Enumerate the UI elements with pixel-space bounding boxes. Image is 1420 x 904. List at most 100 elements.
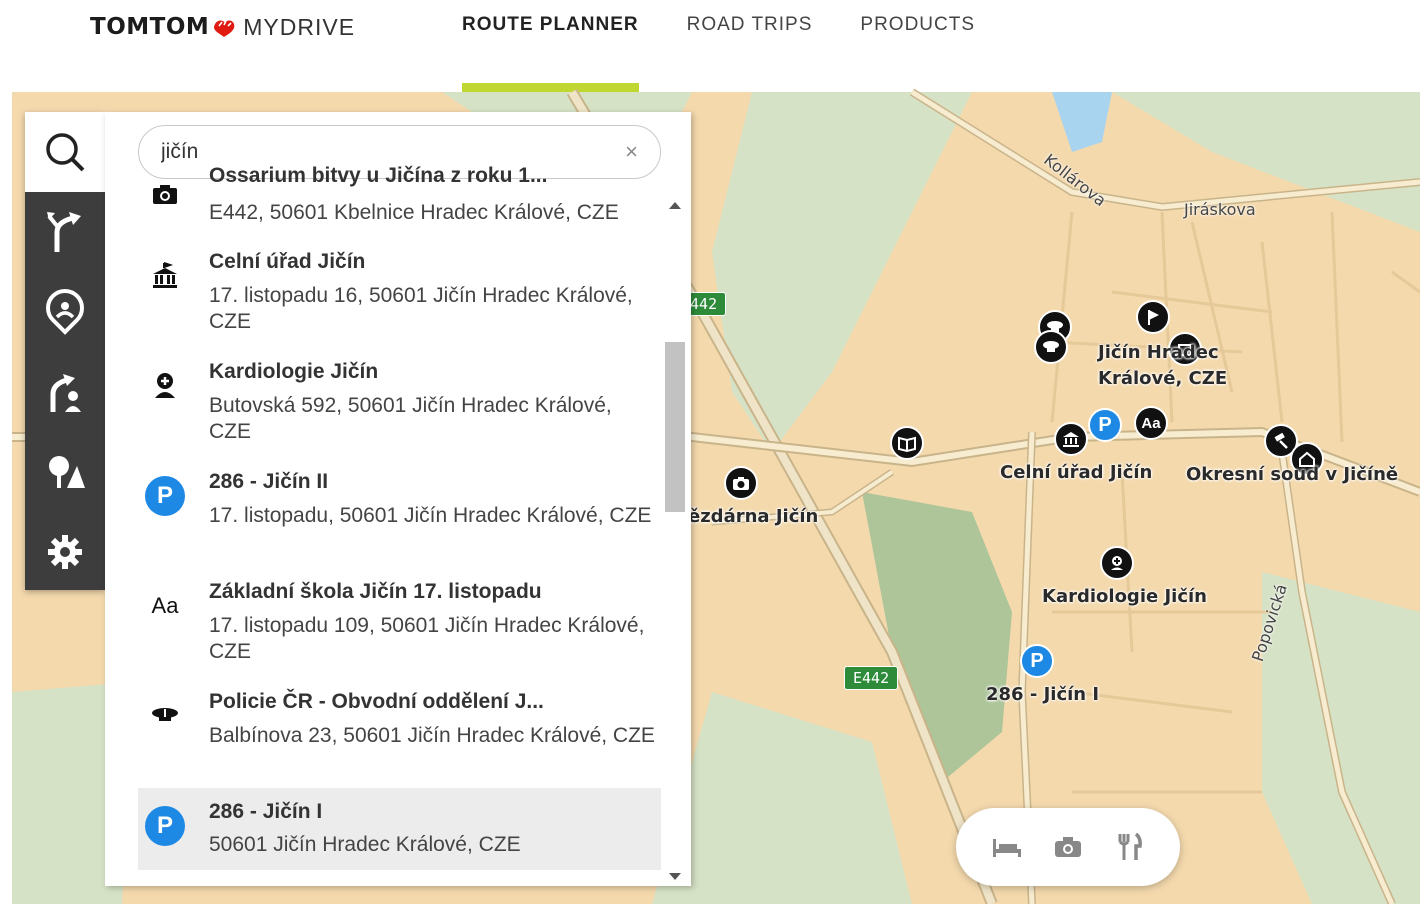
result-address: 17. listopadu 109, 50601 Jičín Hradec Kr…	[209, 614, 645, 663]
doctor-icon	[155, 373, 175, 398]
main-nav: ROUTE PLANNER ROAD TRIPS PRODUCTS	[462, 0, 1023, 92]
scroll-thumb[interactable]	[665, 342, 685, 512]
map-label-city: Jičín Hradec Králové, CZE	[1098, 342, 1228, 389]
restaurant-category-button[interactable]	[1109, 827, 1149, 867]
map-poi-library[interactable]	[890, 426, 924, 460]
police-icon	[1043, 341, 1059, 352]
government-building-icon	[153, 262, 177, 288]
fork-knife-icon	[1118, 832, 1142, 860]
result-address: E442, 50601 Kbelnice Hradec Králové, CZE	[209, 201, 619, 224]
result-title: Základní škola Jičín 17. listopadu	[209, 580, 542, 603]
flag-icon	[1148, 310, 1159, 325]
search-box: ×	[138, 125, 661, 179]
map-poi-school[interactable]: Aa	[1134, 406, 1168, 440]
nav-route-planner[interactable]: ROUTE PLANNER	[462, 0, 639, 92]
location-user-icon	[46, 288, 84, 335]
camera-icon	[1055, 837, 1081, 857]
category-bar	[956, 808, 1180, 886]
search-input[interactable]	[161, 140, 601, 164]
camera-icon	[153, 185, 177, 204]
clear-search-button[interactable]: ×	[625, 139, 638, 164]
map-poi-police-2[interactable]	[1034, 330, 1068, 364]
map-poi-building[interactable]	[1168, 332, 1202, 366]
map-poi-parking-i[interactable]: P	[1020, 644, 1054, 678]
scroll-down-arrow[interactable]	[669, 873, 681, 880]
left-toolbar	[25, 112, 105, 590]
result-address: Balbínova 23, 50601 Jičín Hradec Králové…	[209, 724, 655, 747]
nav-products[interactable]: PRODUCTS	[860, 14, 976, 35]
result-address: Butovská 592, 50601 Jičín Hradec Králové…	[209, 394, 612, 443]
route-button[interactable]	[25, 192, 105, 272]
map-poi-flag[interactable]	[1136, 300, 1170, 334]
hotel-category-button[interactable]	[987, 827, 1027, 867]
police-icon	[152, 708, 178, 721]
my-places-button[interactable]	[25, 272, 105, 352]
result-title: Ossarium bitvy u Jičína z roku 1...	[209, 164, 548, 187]
map-label-parking-i: 286 - Jičín I	[986, 684, 1100, 705]
map-poi-camera[interactable]	[724, 466, 758, 500]
result-icon	[143, 172, 187, 216]
camera-icon	[733, 477, 749, 490]
tomtom-hands-icon	[214, 20, 235, 37]
result-item[interactable]: Kardiologie Jičín Butovská 592, 50601 Ji…	[138, 348, 661, 458]
scroll-up-arrow[interactable]	[669, 202, 681, 209]
map-poi-doctor[interactable]	[1100, 546, 1134, 580]
result-item[interactable]: Celní úřad Jičín 17. listopadu 16, 50601…	[138, 238, 661, 348]
top-header: TOMTOM MYDRIVE ROUTE PLANNER ROAD TRIPS …	[0, 0, 1420, 92]
result-icon	[143, 254, 187, 298]
bed-icon	[993, 839, 1021, 857]
map-label-court: Okresní soud v Jičíně	[1186, 464, 1399, 485]
government-building-icon	[1063, 432, 1079, 447]
search-results-inner: Ossarium bitvy u Jičína z roku 1... E442…	[138, 164, 661, 870]
gavel-icon	[1274, 432, 1288, 449]
tree-mountain-icon	[49, 456, 85, 488]
result-address: 17. listopadu 16, 50601 Jičín Hradec Krá…	[209, 284, 633, 333]
points-of-interest-button[interactable]	[25, 432, 105, 512]
result-icon: P	[143, 804, 187, 848]
photo-category-button[interactable]	[1048, 827, 1088, 867]
nav-road-trips[interactable]: ROAD TRIPS	[686, 14, 813, 35]
result-item-selected[interactable]: P 286 - Jičín I 50601 Jičín Hradec Králo…	[138, 788, 661, 870]
result-icon	[143, 364, 187, 408]
result-item[interactable]: Policie ČR - Obvodní oddělení J... Balbí…	[138, 678, 661, 788]
map-poi-court-house[interactable]	[1290, 442, 1324, 476]
map-label-cardiology: Kardiologie Jičín	[1042, 586, 1207, 607]
shared-route-button[interactable]	[25, 352, 105, 432]
result-item[interactable]: P 286 - Jičín II 17. listopadu, 50601 Ji…	[138, 458, 661, 568]
result-address: 50601 Jičín Hradec Králové, CZE	[209, 833, 521, 856]
gear-icon	[48, 535, 82, 569]
result-title: 286 - Jičín I	[209, 800, 323, 823]
settings-button[interactable]	[25, 512, 105, 592]
book-icon	[898, 436, 916, 453]
result-icon: Aa	[143, 584, 187, 628]
route-split-icon	[47, 212, 81, 252]
search-results-list[interactable]: Ossarium bitvy u Jičína z roku 1... E442…	[138, 164, 661, 886]
result-icon: P	[143, 474, 187, 518]
result-item[interactable]: Aa Základní škola Jičín 17. listopadu 17…	[138, 568, 661, 678]
brand-mydrive: MYDRIVE	[243, 13, 356, 40]
results-scrollbar[interactable]	[663, 192, 687, 880]
map-poi-customs[interactable]	[1054, 422, 1088, 456]
map-label-observatory: ězdárna Jičín	[688, 506, 819, 527]
brand-logo[interactable]: TOMTOM MYDRIVE	[90, 12, 355, 42]
route-person-icon	[50, 374, 81, 412]
result-title: Policie ČR - Obvodní oddělení J...	[209, 690, 544, 713]
street-label-jiraskova: Jiráskova	[1184, 200, 1256, 219]
result-address: 17. listopadu, 50601 Jičín Hradec Králov…	[209, 504, 652, 527]
map-canvas[interactable]: Kollárova Jiráskova Popovická E442 E442 …	[12, 88, 1420, 904]
result-title: Celní úřad Jičín	[209, 250, 366, 273]
school-icon: Aa	[151, 593, 179, 618]
result-title: Kardiologie Jičín	[209, 360, 379, 383]
building-icon	[1178, 344, 1192, 356]
result-item[interactable]: Ossarium bitvy u Jičína z roku 1... E442…	[138, 164, 661, 238]
parking-icon: P	[145, 806, 185, 846]
brand-tomtom: TOMTOM	[90, 14, 210, 40]
parking-icon: P	[145, 476, 185, 516]
result-title: 286 - Jičín II	[209, 470, 329, 493]
doctor-icon	[1111, 556, 1123, 570]
search-panel: × Ossarium bitvy u Jičína z roku 1... E4…	[105, 112, 691, 886]
house-icon	[1299, 451, 1315, 467]
search-toggle-button[interactable]	[25, 112, 105, 192]
map-poi-parking-ii[interactable]: P	[1088, 408, 1122, 442]
